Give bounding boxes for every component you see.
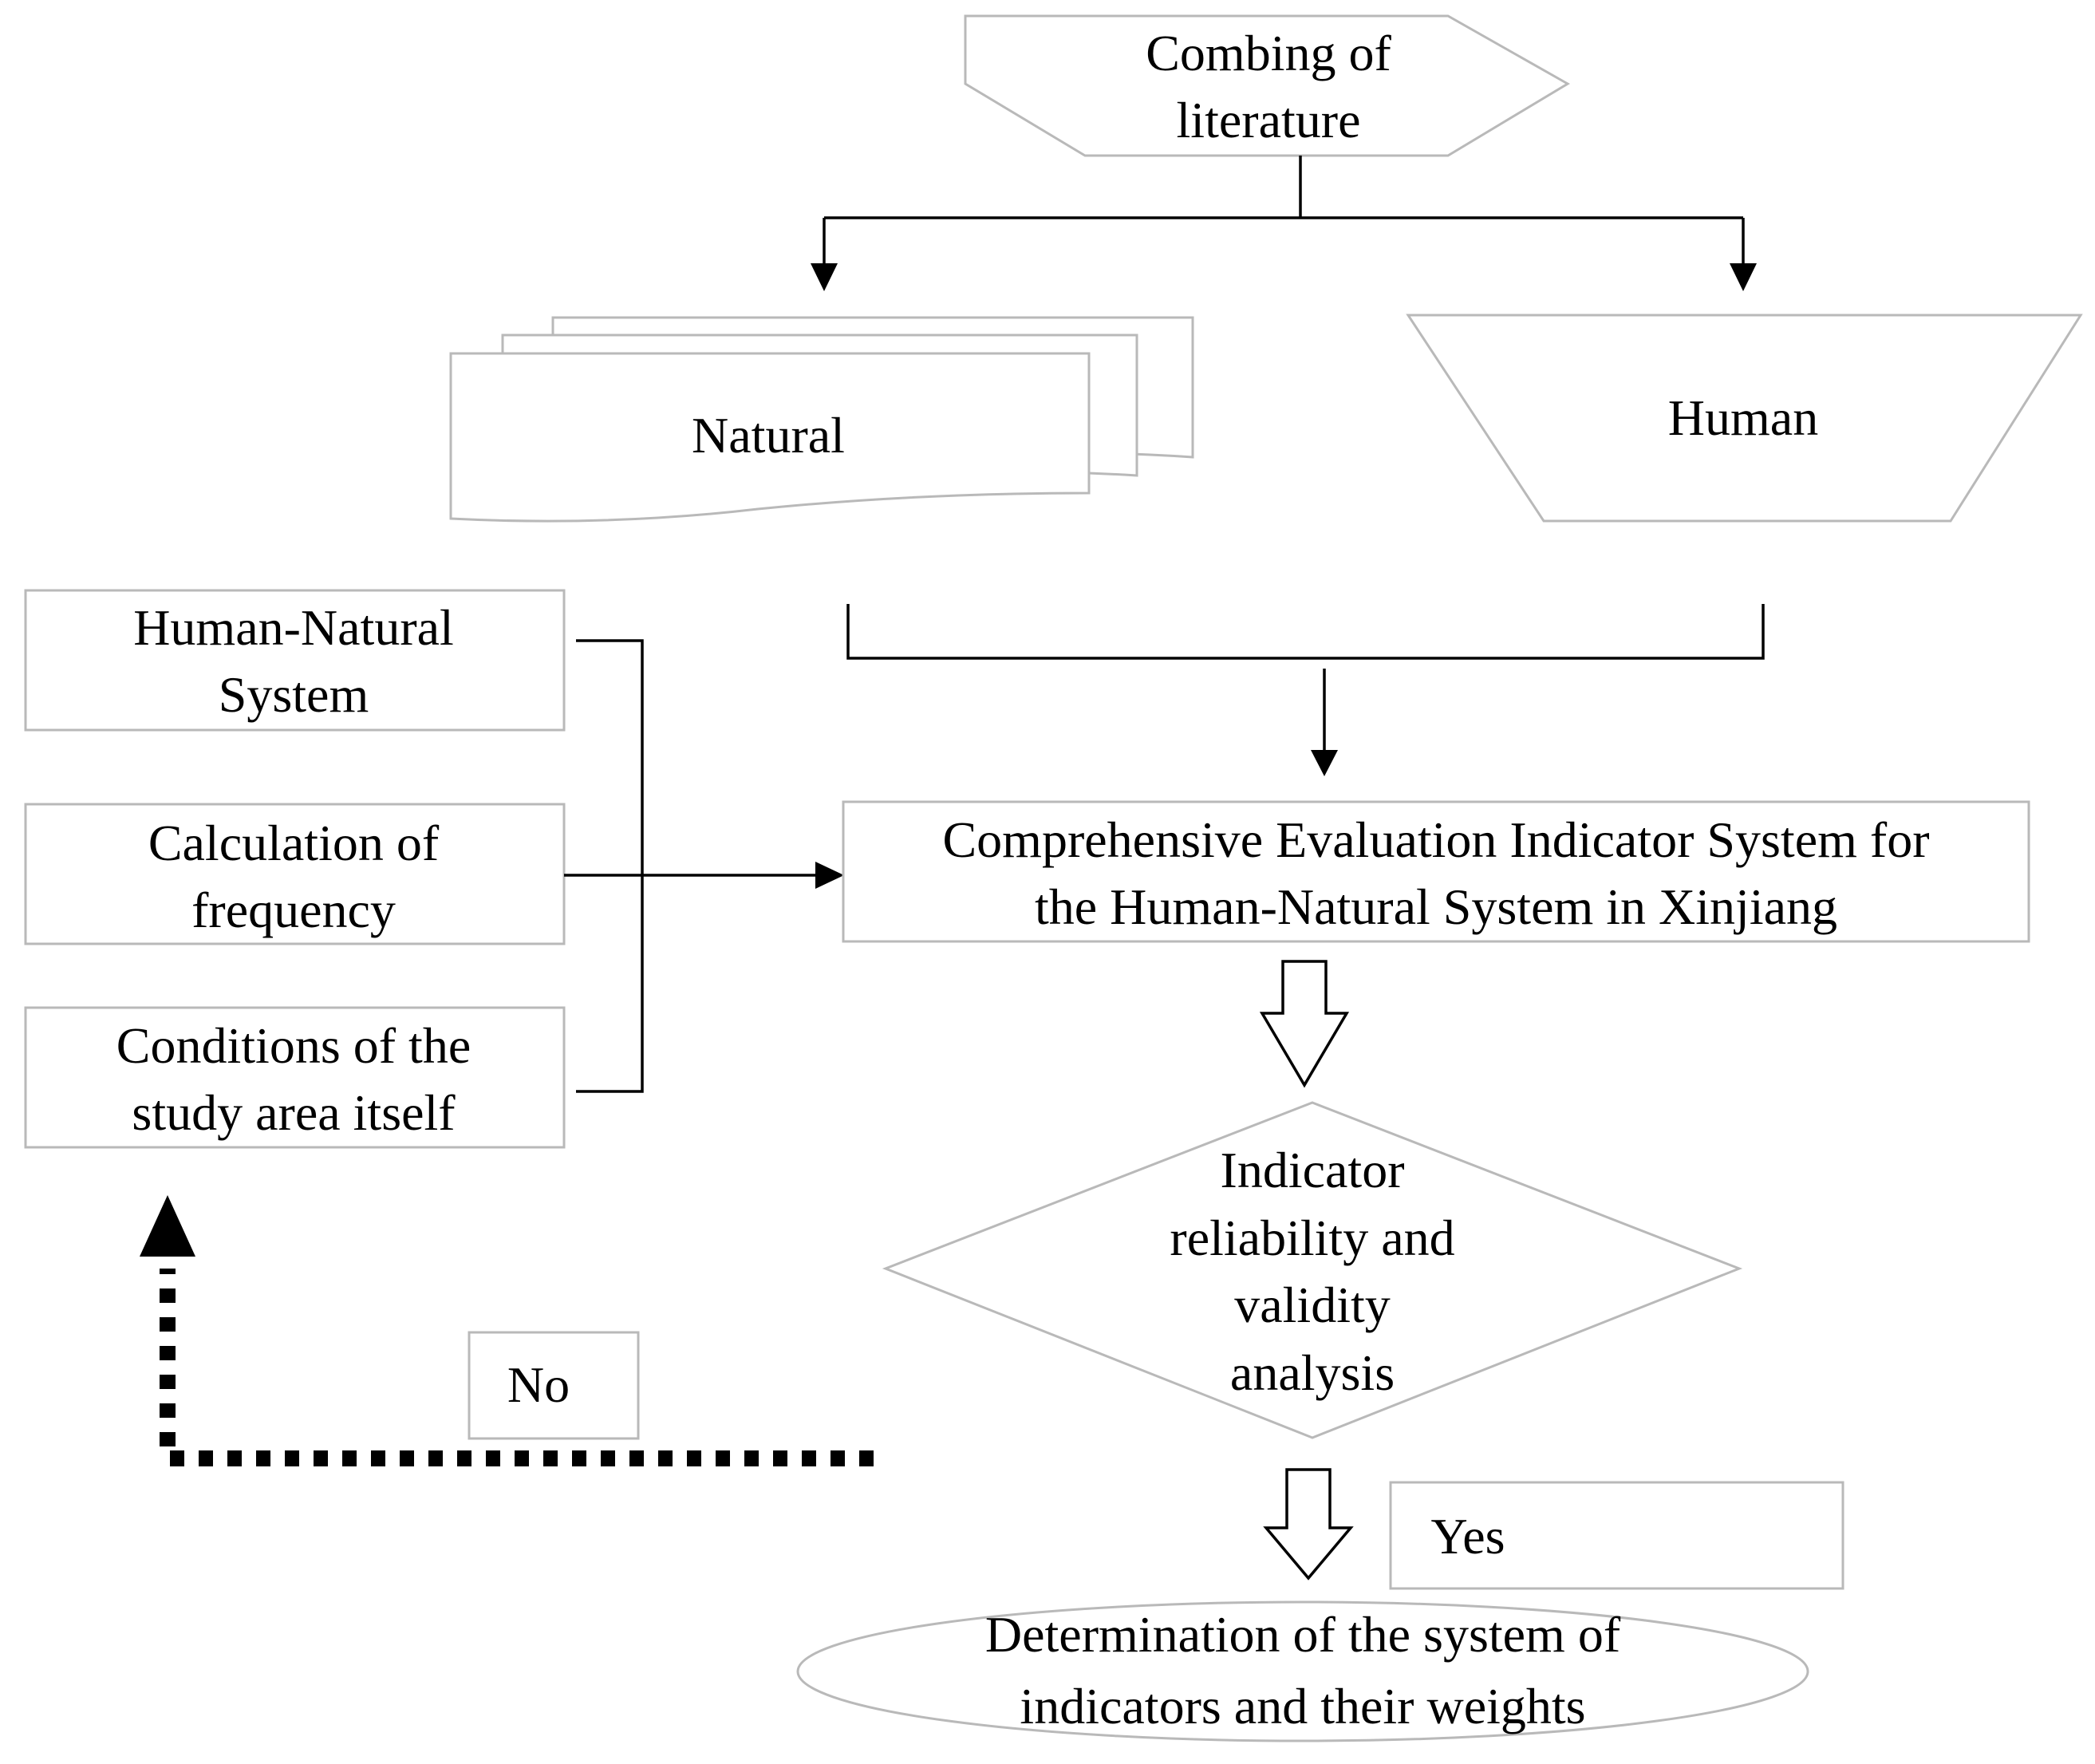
analysis-label-line3: validity (1234, 1277, 1391, 1333)
frequency-label-line2: frequency (191, 882, 396, 938)
natural-label: Natural (692, 407, 845, 464)
result-label-line1: Determination of the system of (985, 1606, 1621, 1663)
no-feedback-loop (140, 1195, 874, 1466)
hollow-arrow-down-2 (1263, 1468, 1354, 1580)
frequency-node: Calculation of frequency (24, 803, 566, 945)
indicator-system-label-line2: the Human-Natural System in Xinjiang (1035, 878, 1837, 935)
merge-bracket (846, 604, 1765, 776)
hn-system-label-line2: System (219, 666, 369, 723)
conditions-label-line2: study area itself (132, 1084, 456, 1141)
conditions-node: Conditions of the study area itself (24, 1006, 566, 1149)
result-node: Determination of the system of indicator… (796, 1600, 1809, 1742)
literature-split-connector (811, 156, 1757, 291)
hollow-arrow-down-1 (1259, 960, 1350, 1088)
literature-label-line1: Combing of (1146, 25, 1391, 81)
analysis-node: Indicator reliability and validity analy… (882, 1101, 1743, 1439)
analysis-label-line1: Indicator (1221, 1142, 1405, 1198)
conditions-label-line1: Conditions of the (116, 1017, 471, 1074)
yes-label-node: Yes (1389, 1481, 1844, 1590)
left-bracket-connector (564, 639, 844, 1093)
result-label-line2: indicators and their weights (1020, 1678, 1585, 1734)
hn-system-node: Human-Natural System (24, 589, 566, 732)
literature-label-line2: literature (1177, 92, 1361, 148)
no-label: No (507, 1356, 570, 1413)
human-node: Human (1406, 314, 2083, 523)
analysis-label-line4: analysis (1230, 1344, 1395, 1401)
indicator-system-label-line1: Comprehensive Evaluation Indicator Syste… (942, 811, 1929, 868)
indicator-system-node: Comprehensive Evaluation Indicator Syste… (842, 800, 2030, 943)
hn-system-label-line1: Human-Natural (133, 599, 454, 656)
yes-label: Yes (1430, 1508, 1505, 1565)
analysis-label-line2: reliability and (1170, 1210, 1454, 1266)
human-label: Human (1668, 389, 1818, 446)
no-label-node: No (468, 1331, 640, 1440)
frequency-label-line1: Calculation of (148, 815, 440, 871)
natural-node: Natural (449, 316, 1194, 523)
literature-node: Combing of literature (964, 14, 1570, 157)
